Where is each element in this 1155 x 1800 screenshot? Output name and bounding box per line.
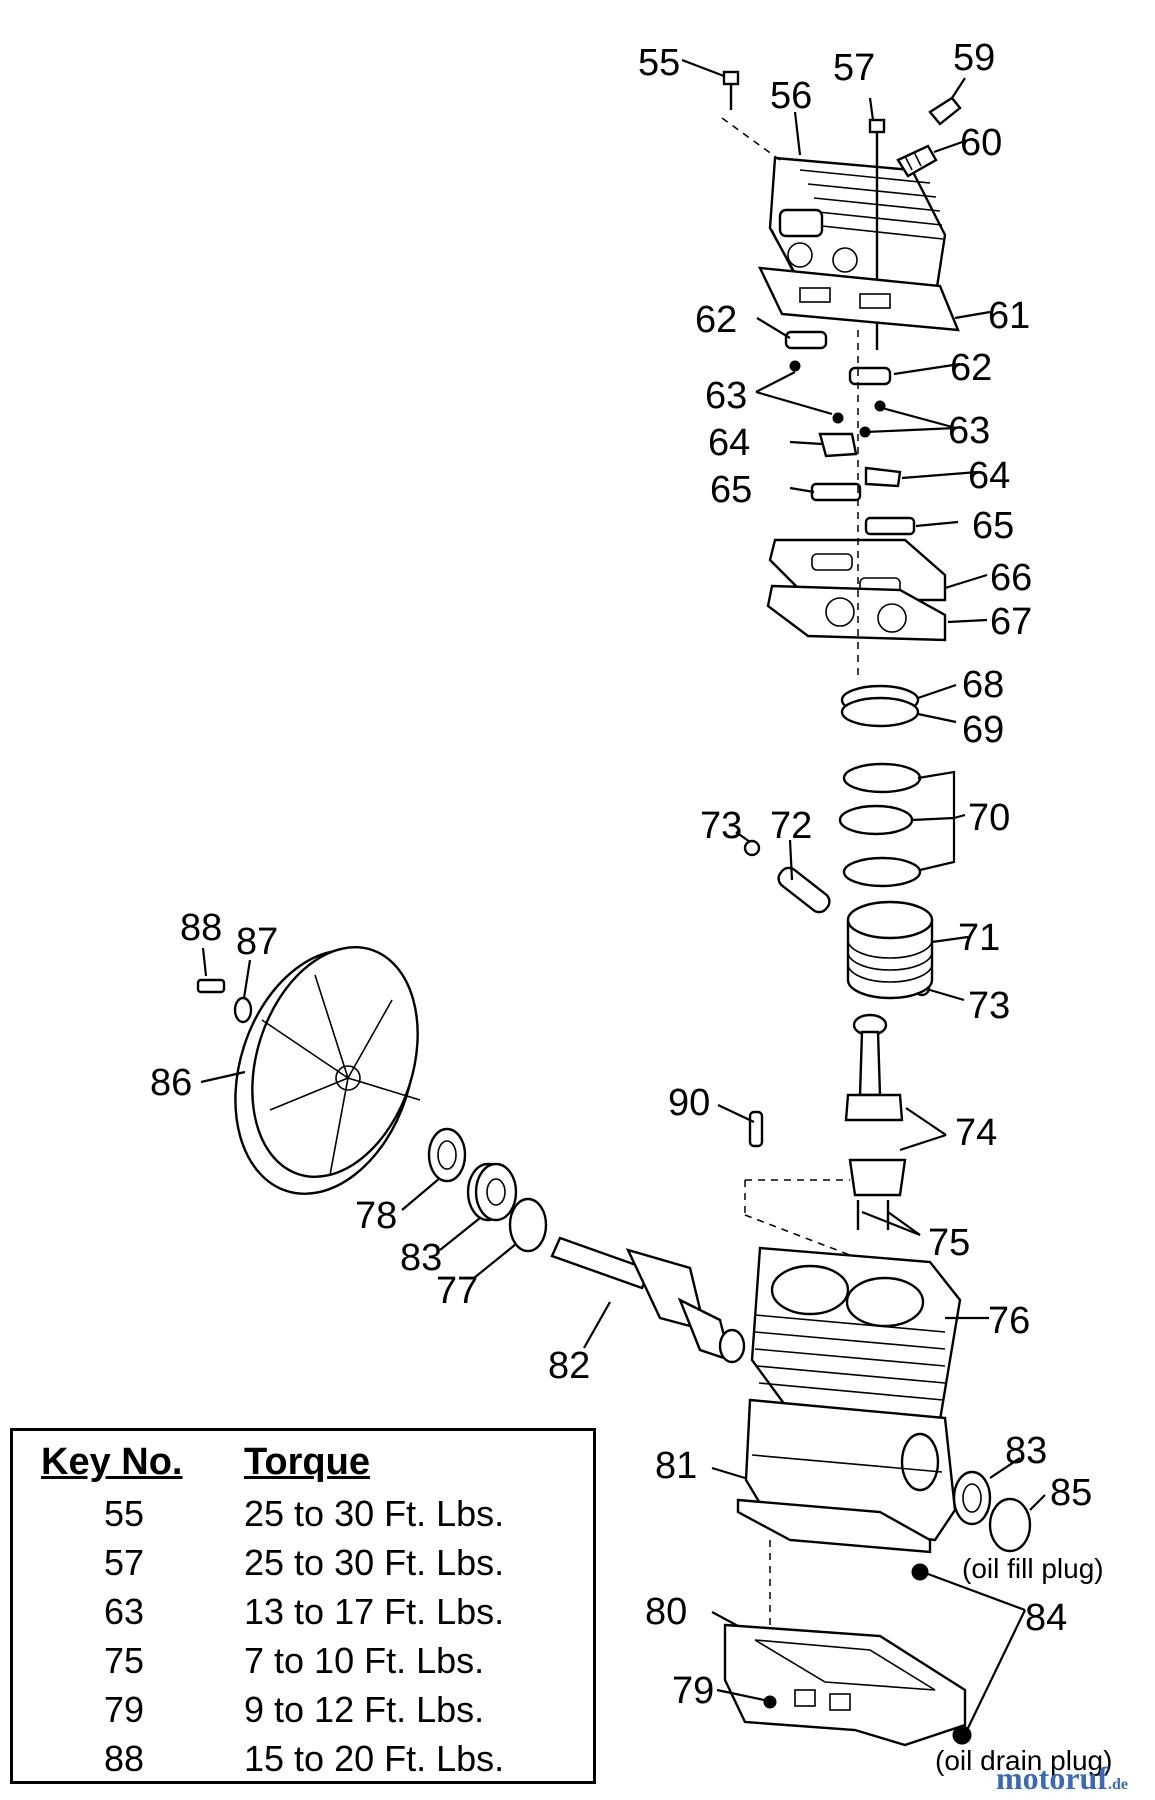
callout-63-left: 63 <box>705 375 747 417</box>
pulley-bolt <box>196 978 226 994</box>
callout-84: 84 <box>1025 1597 1067 1639</box>
callout-59: 59 <box>953 37 995 79</box>
callout-77: 77 <box>436 1270 478 1312</box>
torque-cell: 7 to 10 Ft. Lbs. <box>244 1640 485 1681</box>
column-header-torque: Torque <box>244 1441 370 1483</box>
key-no-cell: 57 <box>103 1542 145 1583</box>
callout-70: 70 <box>968 797 1010 839</box>
leader-lines <box>200 58 1046 1729</box>
callout-57: 57 <box>833 47 875 89</box>
callout-85: 85 <box>1050 1472 1092 1514</box>
torque-cell: 25 to 30 Ft. Lbs. <box>244 1542 505 1583</box>
table-row: 75 7 to 10 Ft. Lbs. <box>13 1640 593 1689</box>
base-plate <box>723 1623 967 1747</box>
base-bolt <box>763 1695 777 1709</box>
oil-seal-left <box>427 1127 467 1183</box>
piston <box>846 900 934 1000</box>
torque-cell: 15 to 20 Ft. Lbs. <box>244 1738 505 1779</box>
column-header-key-no: Key No. <box>41 1441 183 1483</box>
o-ring <box>508 1197 548 1253</box>
crankcase-cylinder <box>750 1246 962 1422</box>
valve-reeds <box>818 432 902 488</box>
callout-67: 67 <box>990 601 1032 643</box>
callout-61: 61 <box>988 295 1030 337</box>
oil-fill-plug <box>911 1563 929 1581</box>
callout-60: 60 <box>960 122 1002 164</box>
cover-plug <box>988 1497 1032 1553</box>
oil-fill-plug-label: (oil fill plug) <box>962 1553 1104 1584</box>
pulley-washer <box>233 996 253 1024</box>
callout-64-right: 64 <box>968 455 1010 497</box>
callout-81: 81 <box>655 1445 697 1487</box>
bearing <box>466 1162 518 1222</box>
callout-74: 74 <box>955 1112 997 1154</box>
key-no-cell: 79 <box>103 1689 145 1730</box>
callout-80: 80 <box>645 1591 687 1633</box>
callout-numbers: 55 56 57 59 60 61 62 62 63 63 64 64 65 6… <box>150 37 1092 1712</box>
head-bolt <box>722 70 740 110</box>
table-row: 57 25 to 30 Ft. Lbs. <box>13 1542 593 1591</box>
torque-spec-table: Key No. Torque 55 25 to 30 Ft. Lbs. 57 2… <box>10 1428 596 1784</box>
callout-72: 72 <box>770 805 812 847</box>
table-row: 55 25 to 30 Ft. Lbs. <box>13 1493 593 1542</box>
callout-71: 71 <box>958 917 1000 959</box>
callout-62-left: 62 <box>695 299 737 341</box>
callout-56: 56 <box>770 75 812 117</box>
callout-83-right: 83 <box>1005 1430 1047 1472</box>
piston-pin <box>777 866 831 914</box>
callout-65-right: 65 <box>972 505 1014 547</box>
piston-rings <box>838 684 922 888</box>
key-no-cell: 88 <box>103 1738 145 1779</box>
callout-73-top: 73 <box>700 805 742 847</box>
oil-seal-right <box>952 1470 992 1526</box>
head-gasket <box>757 266 960 332</box>
callout-87: 87 <box>236 921 278 963</box>
fitting-large <box>896 144 938 178</box>
callout-73-bottom: 73 <box>968 985 1010 1027</box>
rod-bolts <box>856 1200 890 1230</box>
table-row: 79 9 to 12 Ft. Lbs. <box>13 1689 593 1738</box>
valve-plate-gasket <box>766 584 947 642</box>
fitting-small <box>928 96 962 126</box>
callout-63-right: 63 <box>948 410 990 452</box>
callout-90: 90 <box>668 1082 710 1124</box>
callout-66: 66 <box>990 557 1032 599</box>
crankcase-gasket <box>736 1498 932 1554</box>
callout-79: 79 <box>672 1670 714 1712</box>
callout-78: 78 <box>355 1195 397 1237</box>
crankshaft <box>550 1236 746 1364</box>
key-no-cell: 75 <box>103 1640 145 1681</box>
callout-65-left: 65 <box>710 469 752 511</box>
callout-64-left: 64 <box>708 422 750 464</box>
watermark-logo: motoruf.de <box>996 1760 1128 1797</box>
callout-75: 75 <box>928 1222 970 1264</box>
torque-cell: 9 to 12 Ft. Lbs. <box>244 1689 485 1730</box>
watermark-suffix: .de <box>1107 1776 1128 1793</box>
dowel-pin <box>748 1110 764 1148</box>
key-no-cell: 63 <box>103 1591 145 1632</box>
table-row: 88 15 to 20 Ft. Lbs. <box>13 1738 593 1787</box>
oil-drain-plug-label: (oil drain plug) <box>935 1745 1112 1776</box>
valve-screws <box>789 360 886 438</box>
valve-retainers <box>784 330 892 386</box>
callout-88: 88 <box>180 907 222 949</box>
callout-55: 55 <box>638 42 680 84</box>
torque-cell: 13 to 17 Ft. Lbs. <box>244 1591 505 1632</box>
callout-68: 68 <box>962 664 1004 706</box>
pulley <box>234 946 421 1195</box>
callout-86: 86 <box>150 1062 192 1104</box>
key-no-cell: 55 <box>103 1493 145 1534</box>
callout-69: 69 <box>962 709 1004 751</box>
connecting-rod <box>844 1013 907 1197</box>
valve-seats <box>810 482 916 536</box>
callout-62-right: 62 <box>950 347 992 389</box>
callout-76: 76 <box>988 1300 1030 1342</box>
callout-83-left: 83 <box>400 1237 442 1279</box>
torque-cell: 25 to 30 Ft. Lbs. <box>244 1493 505 1534</box>
watermark-text: motoruf <box>996 1760 1108 1796</box>
table-row: 63 13 to 17 Ft. Lbs. <box>13 1591 593 1640</box>
callout-82: 82 <box>548 1345 590 1387</box>
